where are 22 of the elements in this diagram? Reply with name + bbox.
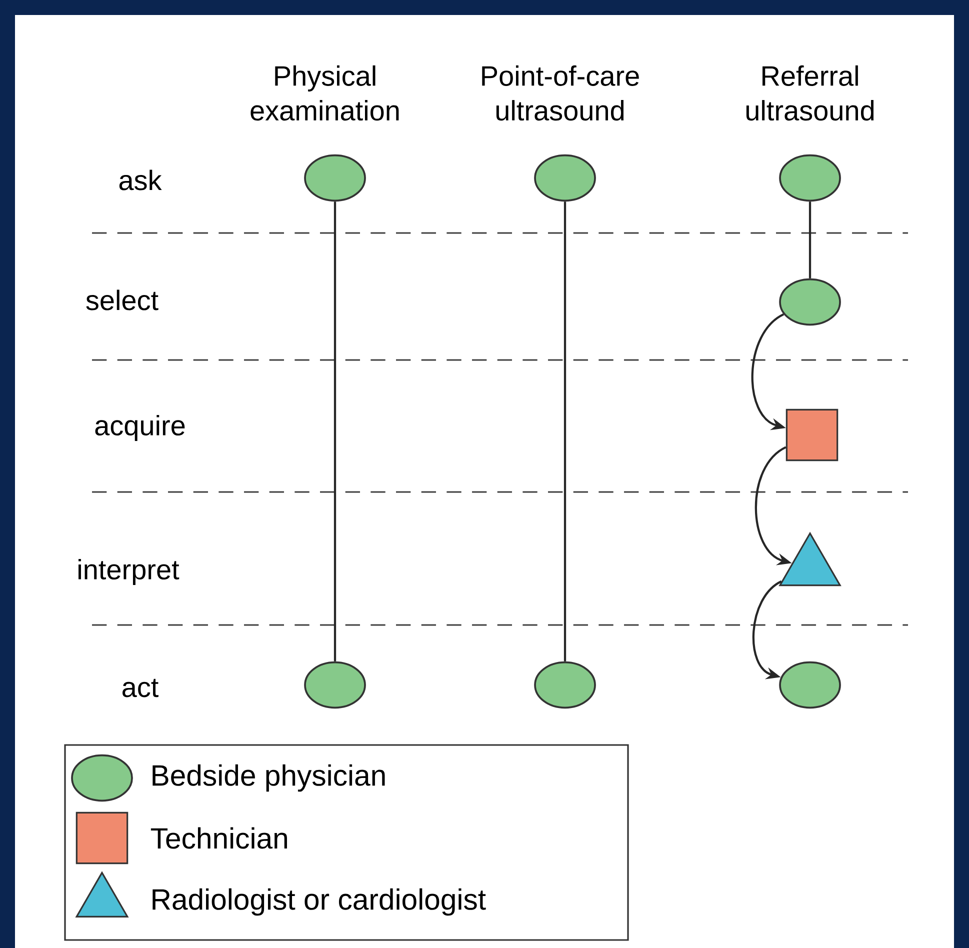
circle-marker — [779, 278, 841, 326]
square-marker — [786, 408, 838, 462]
column-heading: Physical examination — [250, 65, 399, 121]
circle-marker — [779, 154, 841, 202]
legend-text: Technician — [150, 827, 287, 849]
row-label: select — [86, 290, 158, 310]
column-heading: Referral ultrasound — [746, 65, 874, 121]
row-label: interpret — [78, 558, 180, 586]
row-label: acquire — [95, 414, 185, 442]
row-label: ask — [119, 170, 162, 190]
column-heading: Point-of-care ultrasound — [482, 65, 639, 121]
connector-line — [808, 202, 812, 278]
circle-marker — [534, 661, 596, 709]
circle-marker — [304, 661, 366, 709]
connector-line — [334, 202, 336, 662]
circle-marker — [534, 154, 596, 202]
legend-text: Bedside physician — [152, 764, 385, 792]
circle-marker — [304, 154, 366, 202]
legend-text: Radiologist or cardiologist — [152, 888, 486, 916]
connector-line — [564, 202, 566, 662]
row-label: act — [122, 678, 158, 698]
circle-marker — [779, 661, 841, 709]
